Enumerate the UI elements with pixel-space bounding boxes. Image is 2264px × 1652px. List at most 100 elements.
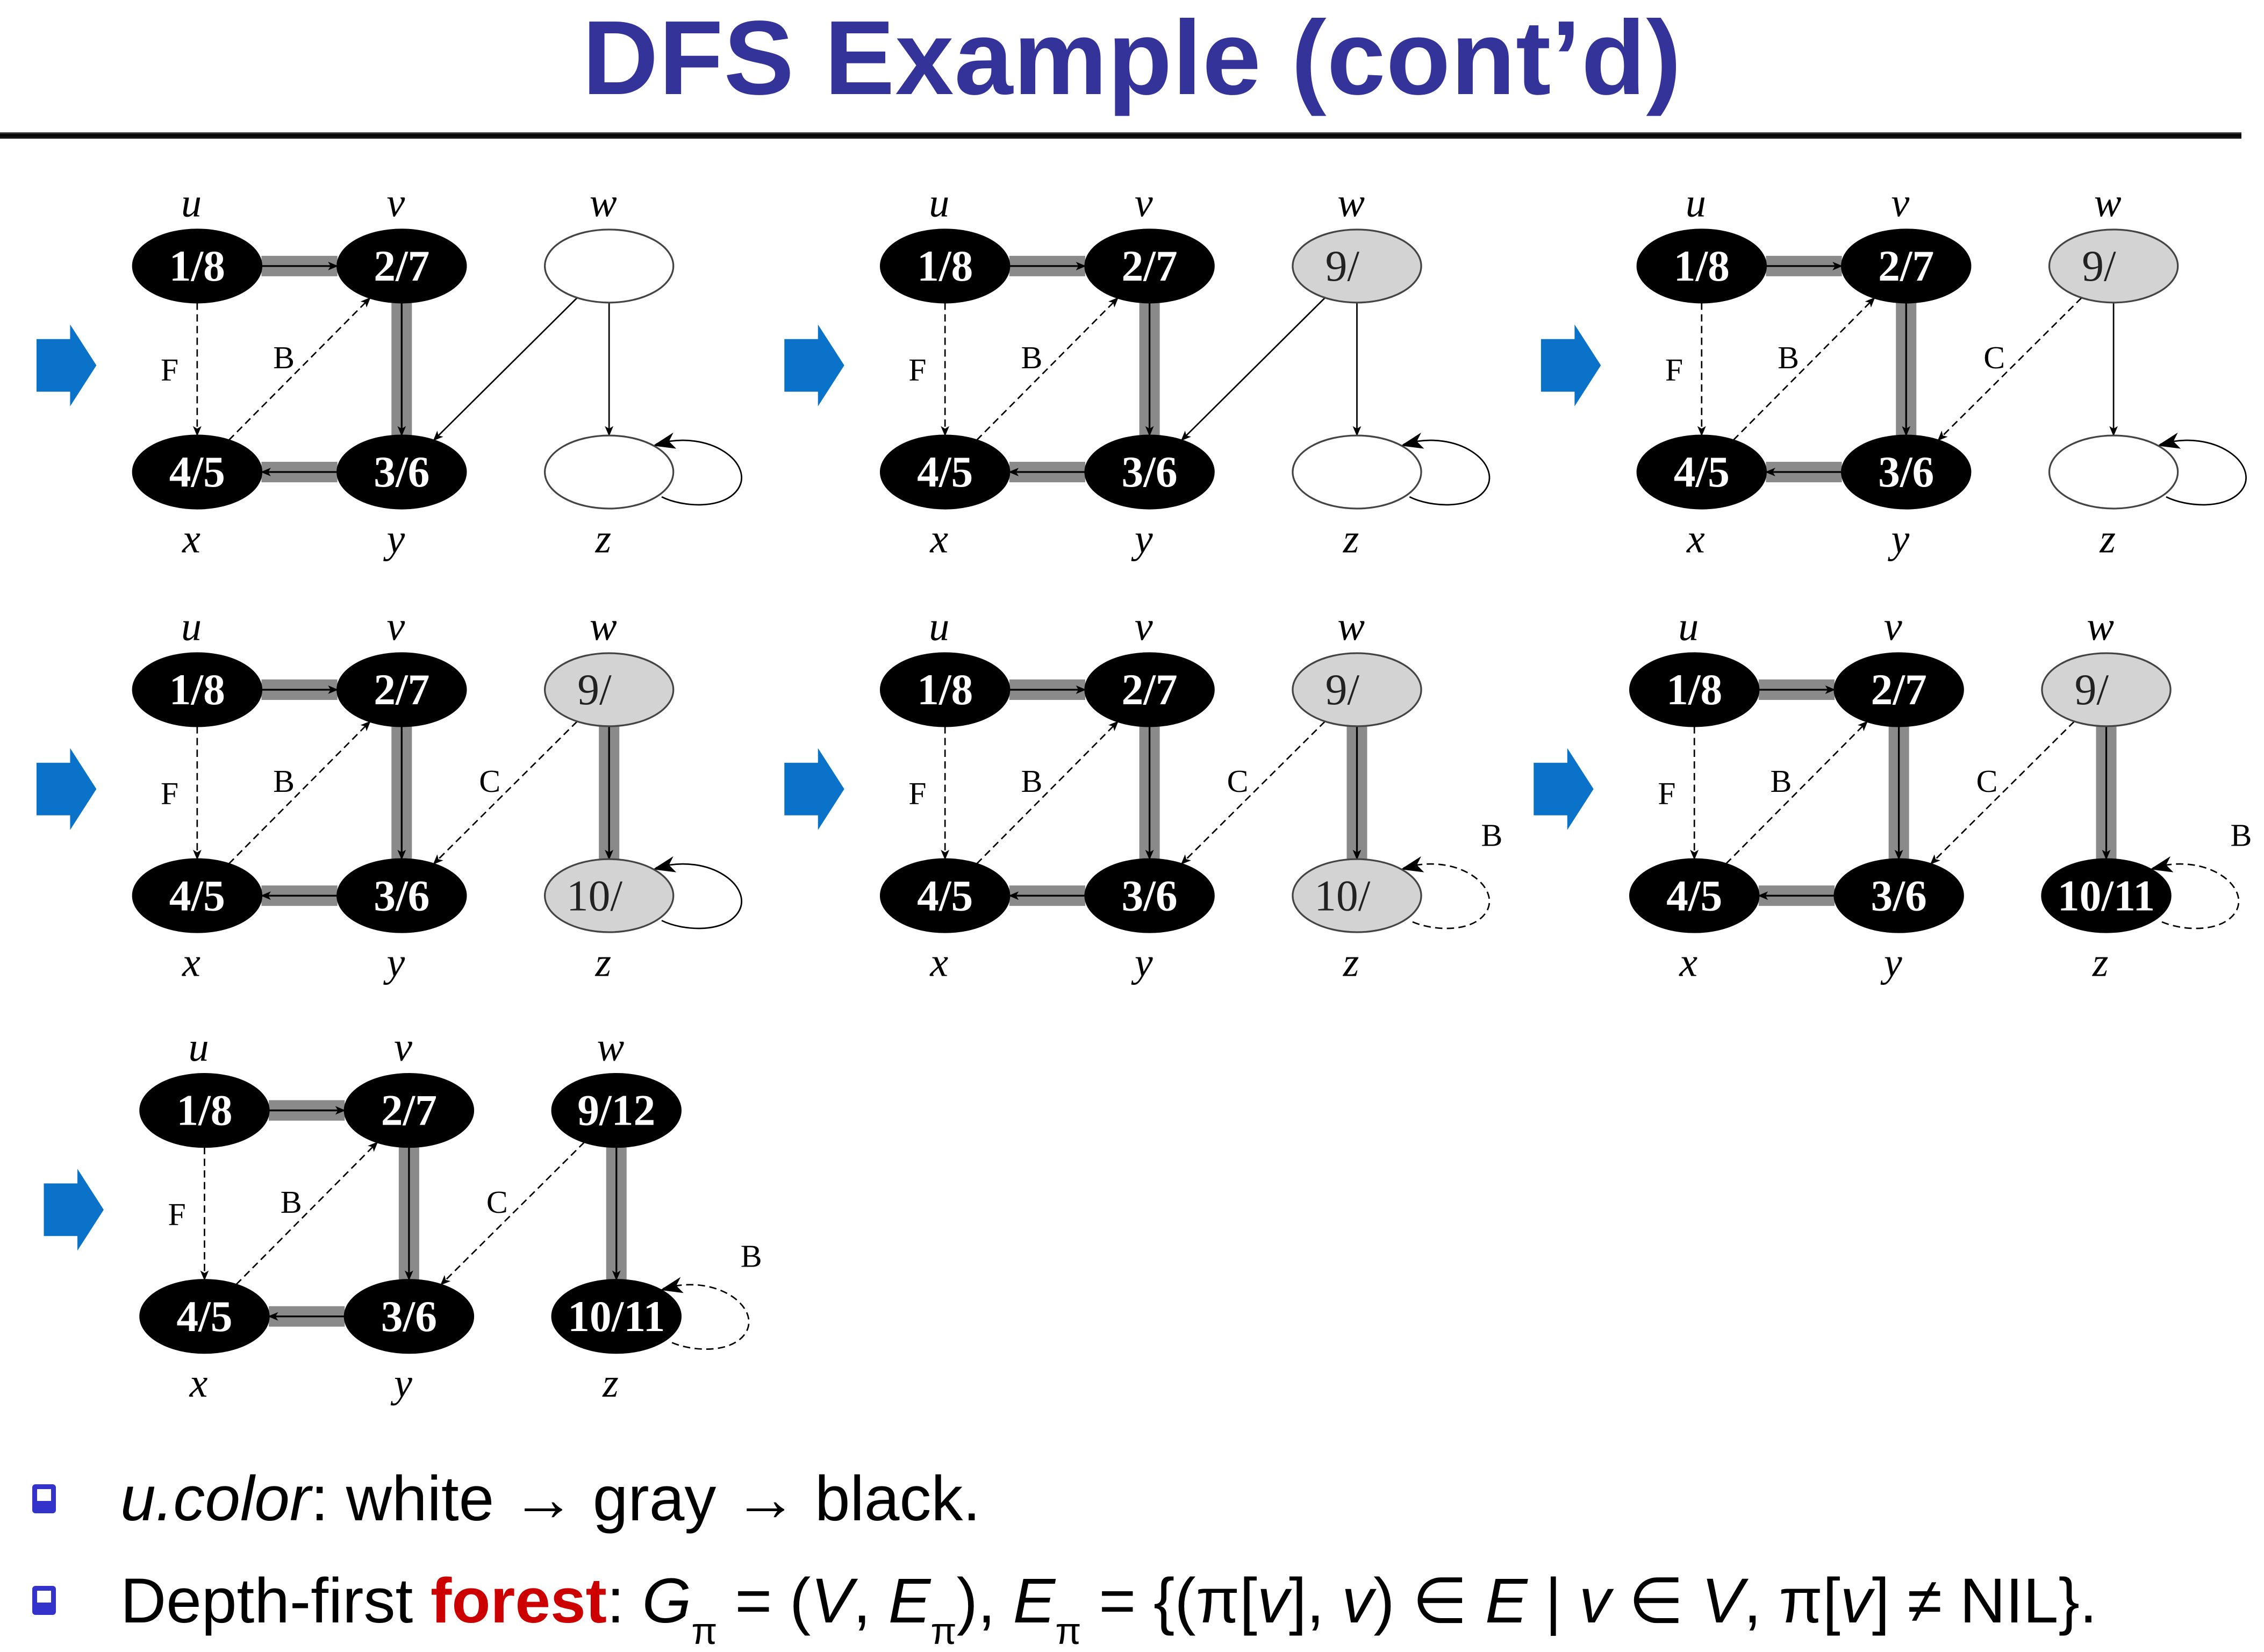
right-block-arrow-icon	[44, 1169, 104, 1251]
arrowhead-icon	[2157, 432, 2181, 449]
right-block-arrow-icon	[1534, 748, 1594, 830]
bullet-text-part: forest	[431, 1565, 607, 1636]
vertex-timestamp: 4/5	[176, 1292, 232, 1341]
vertex-u	[139, 1072, 270, 1148]
vertex-x	[132, 858, 263, 933]
classified-edge	[976, 297, 1119, 441]
vertex-name: v	[1884, 604, 1902, 649]
vertex-y	[1084, 858, 1215, 933]
bullet-text-part: v	[1579, 1565, 1611, 1636]
edge-label: B	[1481, 818, 1502, 853]
vertex-name: y	[383, 517, 405, 562]
vertex-y	[1841, 434, 1972, 510]
arrowhead-icon	[660, 1277, 684, 1293]
vertex-name: z	[594, 940, 611, 985]
edge-label: C	[479, 763, 500, 799]
self-loop-edge	[655, 863, 742, 929]
edge-label: B	[741, 1238, 762, 1274]
vertex-name: w	[2094, 180, 2122, 225]
edge-label: F	[161, 776, 178, 811]
vertex-timestamp: 1/8	[169, 241, 225, 290]
vertex-name: y	[390, 1361, 412, 1406]
bullet-text-part: π	[691, 1610, 718, 1652]
edge-label: C	[1976, 763, 1998, 799]
edge-label: F	[1658, 776, 1675, 811]
edge-label: B	[1778, 340, 1799, 375]
vertex-name: u	[189, 1025, 209, 1070]
bullet-text-part: V	[811, 1565, 854, 1636]
vertex-timestamp: 4/5	[917, 447, 973, 496]
edge-label: F	[168, 1197, 186, 1232]
vertex-w	[551, 1072, 682, 1148]
edge-label: B	[273, 763, 295, 799]
bullet-text-part: ),	[956, 1565, 1013, 1636]
edge-label: B	[2230, 818, 2252, 853]
bullet-text-part: E	[1485, 1565, 1528, 1636]
vertex-x	[1629, 858, 1760, 933]
right-block-arrow-icon	[36, 324, 97, 406]
vertex-name: u	[929, 180, 949, 225]
vertex-timestamp: 2/7	[381, 1086, 437, 1135]
vertex-name: x	[189, 1361, 208, 1406]
vertex-x	[879, 434, 1011, 510]
edge-label: C	[486, 1184, 508, 1220]
arrowhead-icon	[653, 432, 677, 449]
classified-edge	[1937, 297, 2082, 441]
vertex-name: v	[387, 180, 405, 225]
vertex-timestamp: 10/	[1314, 871, 1371, 920]
bullet-text-part: ∈	[1610, 1565, 1702, 1636]
vertex-v	[1841, 228, 1972, 304]
classified-edge	[976, 720, 1119, 864]
edge-label: F	[908, 352, 926, 388]
vertex-z	[2041, 858, 2172, 933]
bullet-text-part: :	[606, 1565, 642, 1636]
vertex-timestamp: 9/	[1326, 241, 1360, 290]
bullet-text-part: V	[1701, 1565, 1744, 1636]
vertex-name: v	[1135, 180, 1153, 225]
vertex-u	[132, 228, 263, 304]
self-loop-edge	[2153, 863, 2240, 929]
vertex-timestamp: 3/6	[381, 1292, 437, 1341]
vertex-name: x	[182, 940, 200, 985]
vertex-timestamp: 3/6	[1871, 871, 1927, 920]
vertex-name: y	[383, 940, 405, 985]
vertex-name: x	[929, 517, 948, 562]
right-block-arrow-icon	[784, 748, 844, 830]
vertex-timestamp: 10/11	[2058, 871, 2155, 920]
vertex-w	[543, 228, 675, 304]
vertex-name: z	[602, 1361, 619, 1406]
vertex-z	[543, 434, 675, 510]
vertex-u	[132, 652, 263, 727]
vertex-name: u	[181, 604, 202, 649]
vertex-name: y	[1131, 517, 1153, 562]
self-loop-edge	[655, 439, 742, 506]
vertex-name: u	[929, 604, 949, 649]
edge-label: C	[1983, 340, 2005, 375]
vertex-timestamp: 9/12	[577, 1086, 655, 1135]
vertex-name: z	[1343, 517, 1359, 562]
right-block-arrow-icon	[784, 324, 844, 406]
vertex-timestamp: 3/6	[1122, 447, 1178, 496]
vertex-y	[336, 434, 467, 510]
bullet-text-part: |	[1527, 1565, 1579, 1636]
vertex-timestamp: 9/	[2082, 241, 2116, 290]
bullet-text: Depth-first forest: Gπ = (V, Eπ), Eπ = {…	[120, 1563, 2097, 1652]
vertex-timestamp: 4/5	[917, 871, 973, 920]
classified-edge	[1732, 297, 1875, 441]
vertex-timestamp: 2/7	[1122, 241, 1178, 290]
unexplored-edge	[433, 297, 578, 441]
classified-edge	[235, 1141, 378, 1285]
vertex-name: v	[1891, 180, 1909, 225]
vertex-name: y	[1880, 940, 1902, 985]
edge-label: F	[1665, 352, 1683, 388]
self-loop-edge	[2160, 439, 2247, 506]
vertex-timestamp: 2/7	[1878, 241, 1934, 290]
vertex-timestamp: 3/6	[374, 447, 429, 496]
vertex-timestamp: 1/8	[169, 665, 225, 714]
vertex-name: w	[590, 604, 617, 649]
